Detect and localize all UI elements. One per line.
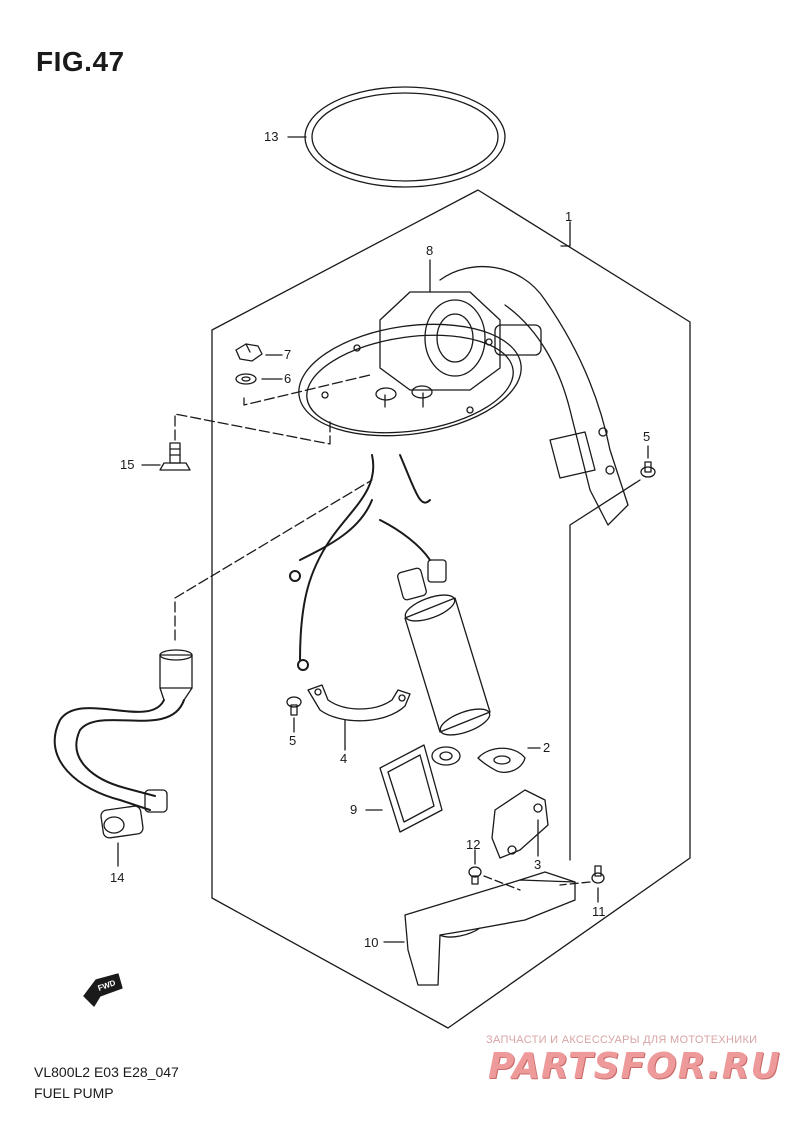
bracket-bolt: [468, 866, 482, 885]
callout-2: 2: [543, 740, 551, 755]
tray-screw: [591, 865, 605, 884]
fuel-pressure-regulator: [375, 259, 542, 408]
model-code: VL800L2 E03 E28_047: [34, 1064, 179, 1080]
o-ring-gasket: [287, 86, 506, 188]
flange-bolt: [159, 442, 191, 471]
fwd-direction-arrow: [83, 973, 123, 1007]
assembly-outline: [211, 189, 691, 1029]
callout-7: 7: [284, 347, 292, 362]
callout-13: 13: [264, 129, 279, 144]
retainer-clip: [477, 747, 526, 773]
callout-15: 15: [120, 457, 135, 472]
fuel-strainer: [379, 744, 461, 833]
wire-harness: [289, 454, 431, 671]
figure-title: FIG.47: [36, 46, 125, 77]
callout-4: 4: [340, 751, 348, 766]
callout-5-lower: 5: [289, 733, 297, 748]
watermark-caption: ЗАПЧАСТИ И АКСЕССУАРЫ ДЛЯ МОТОТЕХНИКИ: [486, 1034, 758, 1046]
hex-nut: [235, 343, 263, 362]
assembly-name: FUEL PUMP: [34, 1085, 114, 1101]
pan-screw-upper: [640, 461, 656, 478]
callout-1: 1: [565, 209, 573, 224]
lower-mount-bracket: [491, 789, 549, 859]
callout-10: 10: [364, 935, 379, 950]
callout-9: 9: [350, 802, 358, 817]
callout-8: 8: [426, 243, 434, 258]
pump-flange-plate: [298, 323, 522, 437]
callout-11: 11: [592, 904, 606, 919]
pump-bracket-arm: [439, 265, 629, 526]
callout-12: 12: [466, 837, 481, 852]
pump-clamp-bracket: [307, 684, 411, 722]
fuel-pump-motor: [397, 559, 491, 736]
callout-3: 3: [534, 857, 542, 872]
pan-screw-lower: [286, 696, 302, 716]
fuel-hose: [53, 649, 193, 839]
flat-washer: [235, 373, 257, 385]
pump-base-tray: [404, 871, 576, 986]
callout-5-upper: 5: [643, 429, 651, 444]
callout-6: 6: [284, 371, 292, 386]
watermark-logo: PARTSFOR.RU: [488, 1046, 781, 1087]
callout-14: 14: [110, 870, 125, 885]
